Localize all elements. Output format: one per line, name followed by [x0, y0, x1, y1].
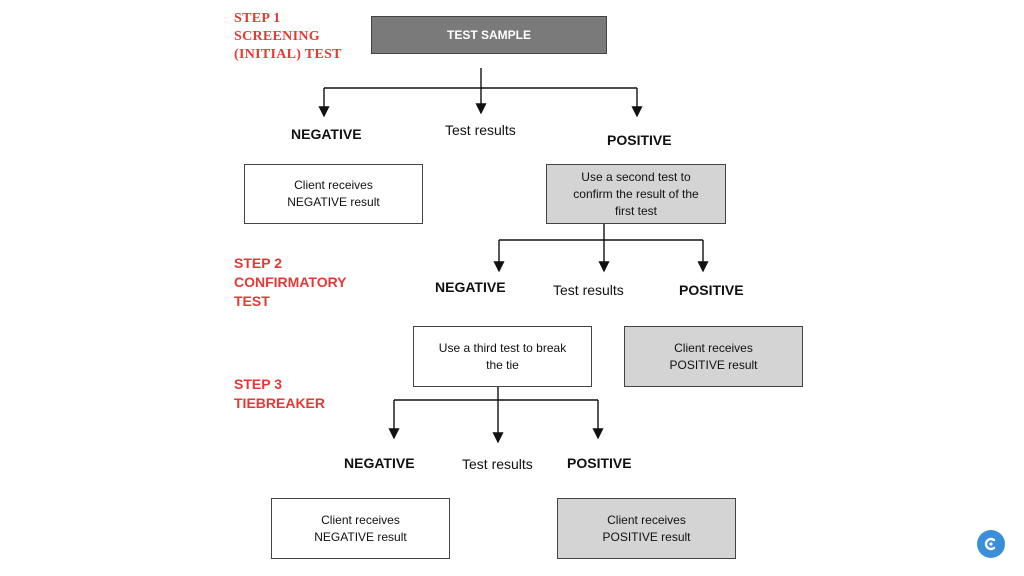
client-negative-box-3: Client receives NEGATIVE result [271, 498, 450, 559]
step-1-label: STEP 1 SCREENING (INITIAL) TEST [234, 11, 342, 62]
level1-positive-label: POSITIVE [607, 132, 672, 148]
level1-negative-label: NEGATIVE [291, 126, 362, 142]
step-3-label: STEP 3 TIEBREAKER [234, 376, 326, 411]
badge-glyph-icon [984, 537, 996, 551]
level2-positive-label: POSITIVE [679, 282, 744, 298]
level2-negative-label: NEGATIVE [435, 279, 506, 295]
client-negative-box-1: Client receives NEGATIVE result [244, 164, 423, 224]
level1-results-label: Test results [445, 122, 516, 138]
step-2-label: STEP 2 CONFIRMATORY TEST [234, 255, 347, 309]
logo-badge-icon[interactable] [977, 530, 1005, 558]
test-sample-box: TEST SAMPLE [371, 16, 607, 54]
level3-positive-label: POSITIVE [567, 455, 632, 471]
level2-results-label: Test results [553, 282, 624, 298]
level3-results-label: Test results [462, 456, 533, 472]
second-test-box: Use a second test to confirm the result … [546, 164, 726, 224]
level3-negative-label: NEGATIVE [344, 455, 415, 471]
client-positive-box-2: Client receives POSITIVE result [624, 326, 803, 387]
client-positive-box-3: Client receives POSITIVE result [557, 498, 736, 559]
third-test-box: Use a third test to break the tie [413, 326, 592, 387]
